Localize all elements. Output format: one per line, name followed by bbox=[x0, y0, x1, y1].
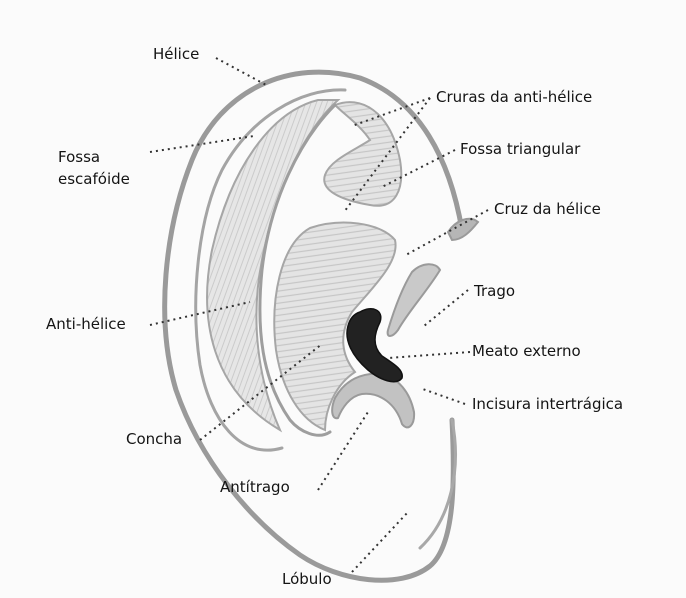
label-antitrago: Antítrago bbox=[220, 478, 290, 497]
label-anti-helice: Anti-hélice bbox=[46, 315, 126, 334]
leader-trago bbox=[424, 290, 468, 326]
label-fossa-triangular: Fossa triangular bbox=[460, 140, 580, 159]
label-helice: Hélice bbox=[153, 45, 199, 64]
label-fossa-escafoide-line2: escafóide bbox=[58, 170, 130, 189]
label-cruras-anti-helice: Cruras da anti-hélice bbox=[436, 88, 592, 107]
label-incisura-intertragica: Incisura intertrágica bbox=[472, 395, 623, 414]
leader-incisura bbox=[420, 388, 465, 404]
trago-shape bbox=[388, 264, 440, 336]
fossa-triangular-shape bbox=[324, 102, 401, 206]
leader-helice bbox=[216, 58, 268, 86]
label-concha: Concha bbox=[126, 430, 182, 449]
label-lobulo: Lóbulo bbox=[282, 570, 332, 589]
leader-lobulo bbox=[352, 512, 408, 572]
leader-meato-externo bbox=[388, 352, 470, 358]
leader-cruz-helice bbox=[404, 210, 488, 256]
label-trago: Trago bbox=[474, 282, 515, 301]
label-fossa-escafoide-line1: Fossa bbox=[58, 148, 100, 167]
label-meato-externo: Meato externo bbox=[472, 342, 581, 361]
crus-helice-shape bbox=[448, 219, 478, 240]
label-cruz-helice: Cruz da hélice bbox=[494, 200, 601, 219]
